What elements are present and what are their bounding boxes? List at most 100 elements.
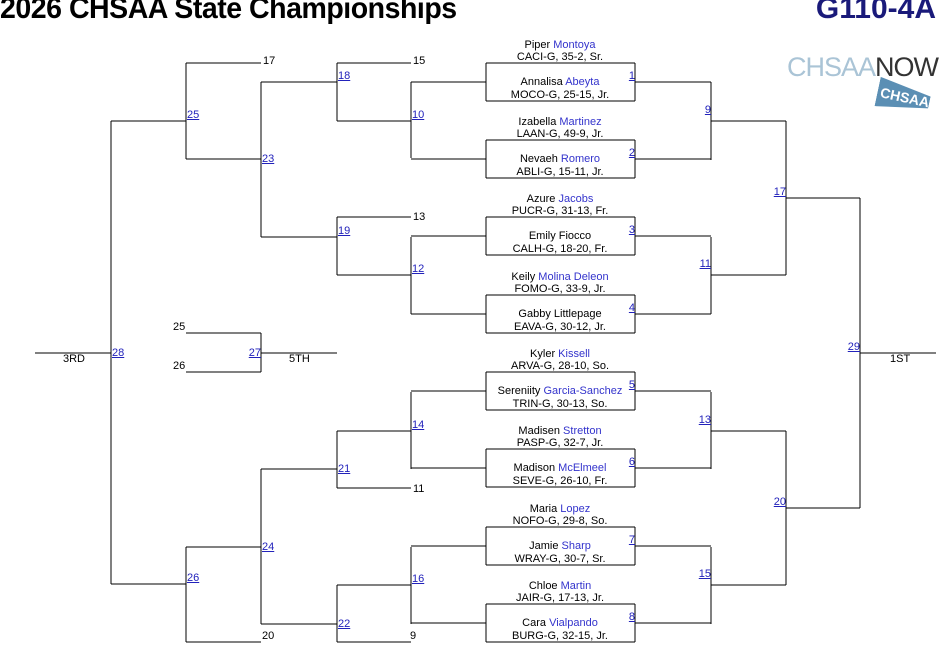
first-name: Gabby Littlepage bbox=[518, 308, 602, 320]
first-name: Sereniity bbox=[497, 385, 541, 397]
bout-link[interactable]: 22 bbox=[338, 618, 351, 630]
bout-link[interactable]: 8 bbox=[628, 611, 635, 623]
wrestler-link[interactable]: Abeyta bbox=[565, 76, 600, 88]
school-record: PUCR-G, 31-13, Fr. bbox=[511, 205, 609, 217]
bout-link[interactable]: 28 bbox=[112, 347, 125, 359]
loser-seed: 20 bbox=[262, 630, 275, 642]
wrestler-link[interactable]: Romero bbox=[560, 153, 601, 165]
bout-link[interactable]: 5 bbox=[628, 379, 635, 391]
bout-link[interactable]: 21 bbox=[338, 463, 351, 475]
wrestler-name: Maria Lopez bbox=[530, 503, 591, 515]
bout-link[interactable]: 15 bbox=[698, 568, 711, 580]
first-name: Madisen bbox=[518, 425, 560, 437]
wrestler-name: Annalisa Abeyta bbox=[521, 76, 600, 88]
loser-seed: 15 bbox=[413, 55, 426, 67]
loser-seed: 25 bbox=[173, 321, 186, 333]
bout-link[interactable]: 27 bbox=[248, 347, 261, 359]
wrestler-name: Cara Vialpando bbox=[522, 617, 598, 629]
wrestler-link[interactable]: Sharp bbox=[561, 540, 591, 552]
wrestler-name: Kyler Kissell bbox=[530, 348, 590, 360]
wrestler-link[interactable]: Vialpando bbox=[549, 617, 598, 629]
bout-link[interactable]: 2 bbox=[628, 147, 635, 159]
weight-division: G110-4A bbox=[815, 0, 936, 25]
first-name: Keily bbox=[511, 271, 536, 283]
school-record: EAVA-G, 30-12, Jr. bbox=[514, 321, 606, 333]
bout-link[interactable]: 6 bbox=[628, 456, 635, 468]
bout-link[interactable]: 14 bbox=[412, 419, 425, 431]
wrestler-link[interactable]: Lopez bbox=[560, 503, 591, 515]
bout-link[interactable]: 12 bbox=[412, 263, 425, 275]
bout-link[interactable]: 20 bbox=[773, 496, 786, 508]
first-name: Kyler bbox=[530, 348, 556, 360]
bout-link[interactable]: 24 bbox=[262, 541, 275, 553]
loser-seed: 13 bbox=[413, 211, 426, 223]
first-name: Jamie bbox=[529, 540, 559, 552]
school-record: NOFO-G, 29-8, So. bbox=[512, 515, 608, 527]
first-name: Azure bbox=[526, 193, 556, 205]
place-label-3rd: 3RD bbox=[63, 353, 86, 365]
school-record: TRIN-G, 30-13, So. bbox=[512, 398, 608, 410]
loser-seed: 17 bbox=[263, 55, 276, 67]
bout-link[interactable]: 17 bbox=[773, 186, 786, 198]
school-record: ABLI-G, 15-11, Jr. bbox=[516, 166, 604, 178]
school-record: PASP-G, 32-7, Jr. bbox=[516, 437, 604, 449]
wrestler-name: Nevaeh Romero bbox=[520, 153, 600, 165]
first-name: Annalisa bbox=[520, 76, 563, 88]
bout-link[interactable]: 13 bbox=[698, 414, 711, 426]
wrestler-name: Madisen Stretton bbox=[518, 425, 601, 437]
bout-link[interactable]: 25 bbox=[187, 109, 200, 121]
school-record: LAAN-G, 49-9, Jr. bbox=[516, 128, 604, 140]
wrestler-name: Chloe Martin bbox=[529, 580, 591, 592]
school-record: ARVA-G, 28-10, So. bbox=[510, 360, 610, 372]
wrestler-name: Madison McElmeel bbox=[514, 462, 607, 474]
bout-link[interactable]: 10 bbox=[412, 109, 425, 121]
first-name: Izabella bbox=[518, 116, 557, 128]
first-name: Cara bbox=[522, 617, 547, 629]
wrestler-link[interactable]: Molina Deleon bbox=[538, 271, 609, 283]
first-name: Chloe bbox=[528, 580, 558, 592]
wrestler-name: Izabella Martinez bbox=[518, 116, 601, 128]
wrestler-link[interactable]: Kissell bbox=[558, 348, 590, 360]
wrestler-name: Sereniity Garcia-Sanchez bbox=[498, 385, 623, 397]
bout-link[interactable]: 11 bbox=[699, 258, 711, 270]
bout-link[interactable]: 19 bbox=[338, 225, 351, 237]
wrestler-link[interactable]: Montoya bbox=[553, 39, 596, 51]
page-title: 2026 CHSAA State Championships bbox=[0, 0, 457, 25]
first-name: Piper bbox=[524, 39, 551, 51]
wrestler-name: Emily Fiocco bbox=[529, 230, 591, 242]
bout-link[interactable]: 1 bbox=[628, 70, 635, 82]
bout-link[interactable]: 9 bbox=[704, 104, 711, 116]
bout-link[interactable]: 7 bbox=[628, 534, 635, 546]
wrestler-name: Gabby Littlepage bbox=[518, 308, 601, 320]
wrestler-link[interactable]: Jacobs bbox=[558, 193, 594, 205]
school-record: BURG-G, 32-15, Jr. bbox=[512, 630, 608, 642]
wrestler-link[interactable]: McElmeel bbox=[558, 462, 607, 474]
chsaa-now-logo: CHSAANOW CHSAA bbox=[787, 52, 939, 122]
first-name: Emily Fiocco bbox=[528, 230, 592, 242]
school-record: FOMO-G, 33-9, Jr. bbox=[514, 283, 606, 295]
school-record: JAIR-G, 17-13, Jr. bbox=[515, 592, 605, 604]
place-label-1st: 1ST bbox=[890, 353, 911, 365]
school-record: CACI-G, 35-2, Sr. bbox=[516, 51, 604, 63]
wrestler-link[interactable]: Stretton bbox=[563, 425, 602, 437]
school-record: SEVE-G, 26-10, Fr. bbox=[512, 475, 608, 487]
wrestler-name: Keily Molina Deleon bbox=[511, 271, 608, 283]
wrestler-link[interactable]: Martin bbox=[560, 580, 592, 592]
wrestler-name: Azure Jacobs bbox=[527, 193, 594, 205]
bout-link[interactable]: 29 bbox=[847, 341, 860, 353]
bout-link[interactable]: 23 bbox=[262, 153, 275, 165]
bout-link[interactable]: 4 bbox=[628, 302, 635, 314]
wrestler-link[interactable]: Martinez bbox=[559, 116, 602, 128]
school-record: MOCO-G, 25-15, Jr. bbox=[510, 89, 610, 101]
school-record: WRAY-G, 30-7, Sr. bbox=[514, 553, 606, 565]
loser-seed: 26 bbox=[173, 360, 186, 372]
bout-link[interactable]: 18 bbox=[338, 70, 351, 82]
wrestler-link[interactable]: Garcia-Sanchez bbox=[543, 385, 623, 397]
first-name: Madison bbox=[513, 462, 556, 474]
bout-link[interactable]: 16 bbox=[412, 573, 425, 585]
bout-link[interactable]: 3 bbox=[628, 224, 635, 236]
school-record: CALH-G, 18-20, Fr. bbox=[512, 243, 608, 255]
bout-link[interactable]: 26 bbox=[187, 572, 200, 584]
wrestler-name: Jamie Sharp bbox=[529, 540, 591, 552]
